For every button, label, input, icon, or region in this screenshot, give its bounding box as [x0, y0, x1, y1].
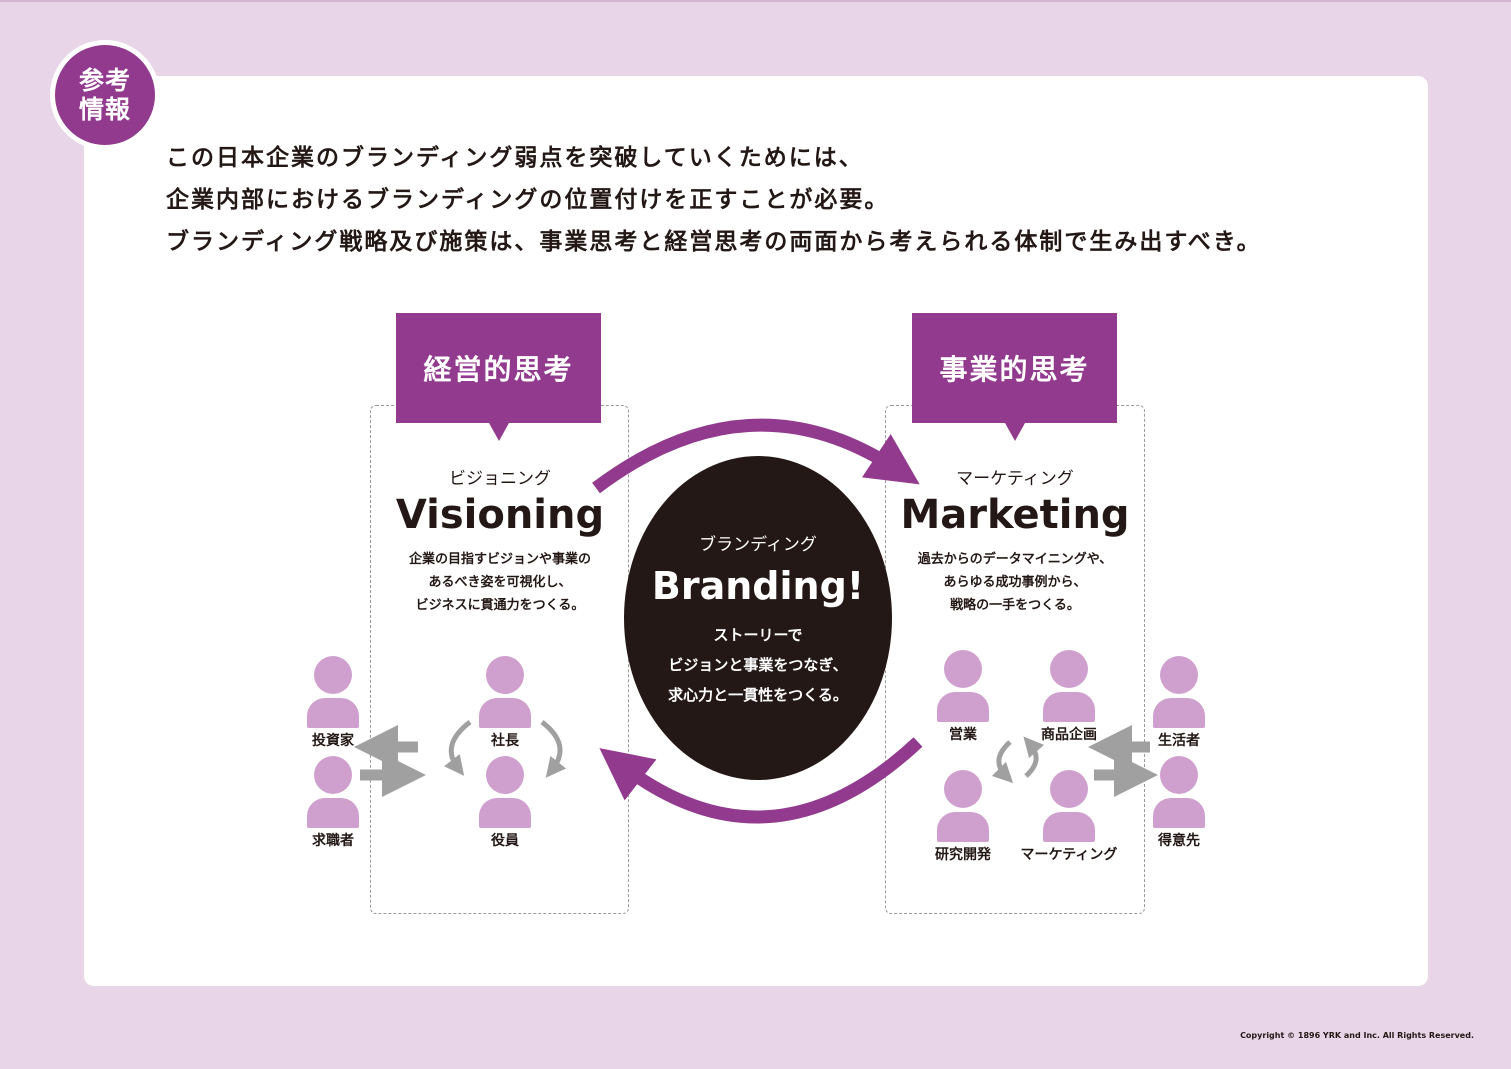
intro-line-3: ブランディング戦略及び施策は、事業思考と経営思考の両面から考えられる体制で生み出… — [166, 229, 1262, 255]
left-cycle-arrow-a — [443, 720, 472, 776]
branding-circle: ブランディング Branding! ストーリーで ビジョンと事業をつなぎ、 求心… — [624, 456, 892, 780]
officer-label: 役員 — [491, 833, 519, 849]
management-thinking-tag: 経営的思考 — [396, 313, 601, 441]
marketing-description: 過去からのデータマイニングや、 あらゆる成功事例から、 戦略の一手をつくる。 — [917, 552, 1113, 613]
visioning-title: Visioning — [395, 492, 605, 538]
product-planning-icon — [1043, 650, 1095, 722]
investor-icon — [307, 656, 359, 728]
rnd-label: 研究開発 — [935, 847, 991, 863]
right-cycle-arrow-b — [1023, 736, 1045, 778]
branding-description: ストーリーで ビジョンと事業をつなぎ、 求心力と一貫性をつくる。 — [668, 626, 848, 704]
left-cycle-arrow-b — [540, 720, 567, 778]
branding-title: Branding! — [651, 564, 865, 608]
marketing-person-label: マーケティング — [1020, 847, 1118, 863]
president-label: 社長 — [491, 733, 519, 749]
bottom-cycle-arrow — [599, 737, 923, 824]
marketing-title: Marketing — [900, 492, 1130, 538]
visioning-ruby: ビジョニング — [449, 469, 551, 489]
visioning-description: 企業の目指すビジョンや事業の あるべき姿を可視化し、 ビジネスに貫通力をつくる。 — [408, 552, 591, 613]
client-icon — [1153, 756, 1205, 828]
intro-text: この日本企業のブランディング弱点を突破していくためには、 企業内部におけるブラン… — [166, 140, 1262, 266]
right-cycle-arrow-a — [991, 740, 1014, 784]
job-seeker-icon — [307, 756, 359, 828]
job-seeker-label: 求職者 — [312, 833, 354, 849]
copyright: Copyright © 1896 YRK and Inc. All Rights… — [1240, 1031, 1474, 1040]
top-cycle-arrow — [592, 418, 920, 494]
investor-label: 投資家 — [312, 733, 354, 749]
officer-icon — [479, 756, 531, 828]
top-border — [0, 0, 1511, 2]
sales-label: 営業 — [949, 727, 977, 743]
president-icon — [479, 656, 531, 728]
consumer-label: 生活者 — [1158, 733, 1200, 749]
reference-badge-label: 参考情報 — [55, 45, 155, 145]
marketing-person-icon — [1043, 770, 1095, 842]
product-planning-label: 商品企画 — [1041, 727, 1097, 743]
consumer-icon — [1153, 656, 1205, 728]
intro-line-2: 企業内部におけるブランディングの位置付けを正すことが必要。 — [166, 187, 890, 213]
reference-badge: 参考情報 — [50, 40, 160, 150]
rnd-icon — [937, 770, 989, 842]
business-thinking-tag: 事業的思考 — [912, 313, 1117, 441]
sales-icon — [937, 650, 989, 722]
intro-line-1: この日本企業のブランディング弱点を突破していくためには、 — [166, 145, 864, 171]
client-label: 得意先 — [1158, 833, 1200, 849]
branding-ruby: ブランディング — [699, 535, 817, 555]
marketing-ruby: マーケティング — [956, 469, 1074, 489]
